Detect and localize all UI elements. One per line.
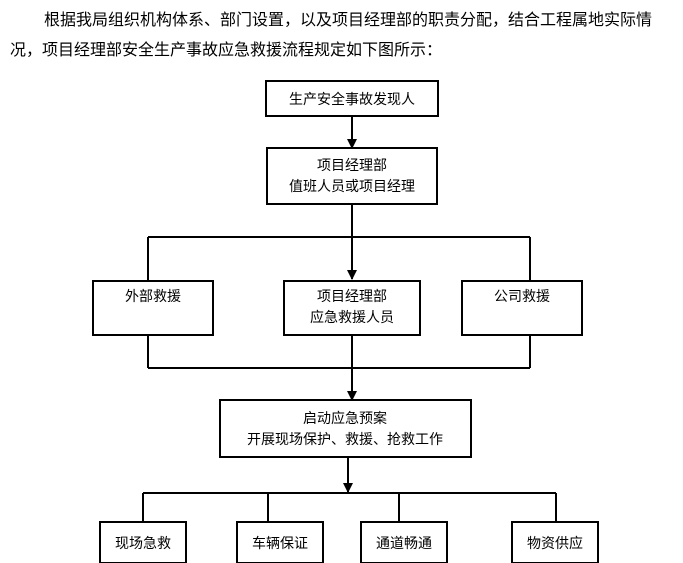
- intro-paragraph: 根据我局组织机构体系、部门设置，以及项目经理部的职责分配，结合工程属地实际情况，…: [10, 10, 653, 59]
- label-start-line1: 启动应急预案: [303, 410, 387, 427]
- box-access-clear: [360, 521, 448, 563]
- box-pm-rescue-staff: [283, 280, 421, 336]
- label-pm-rescue-line2: 应急救援人员: [310, 309, 394, 326]
- box-vehicle-support: [236, 521, 324, 563]
- box-supplies: [511, 521, 599, 563]
- box-start-emergency-plan: [219, 399, 472, 458]
- box-external-rescue: [92, 280, 214, 336]
- box-discoverer: [265, 80, 439, 117]
- label-pm-rescue-line1: 项目经理部: [317, 289, 387, 305]
- label-onsite-first-aid: 现场急救: [115, 536, 171, 552]
- box-onsite-first-aid: [99, 521, 187, 563]
- label-discoverer: 生产安全事故发现人: [289, 91, 415, 108]
- box-company-rescue: [461, 280, 583, 336]
- label-duty-line2: 值班人员或项目经理: [289, 179, 415, 195]
- label-duty-line1: 项目经理部: [317, 158, 387, 174]
- label-company-rescue: 公司救援: [494, 289, 550, 305]
- label-external-rescue: 外部救援: [125, 289, 181, 305]
- label-start-line2: 开展现场保护、救援、抢救工作: [247, 431, 443, 448]
- label-vehicle-support: 车辆保证: [252, 535, 308, 552]
- box-duty-officer: [266, 147, 438, 205]
- label-supplies: 物资供应: [527, 535, 583, 552]
- label-access-clear: 通道畅通: [376, 536, 432, 552]
